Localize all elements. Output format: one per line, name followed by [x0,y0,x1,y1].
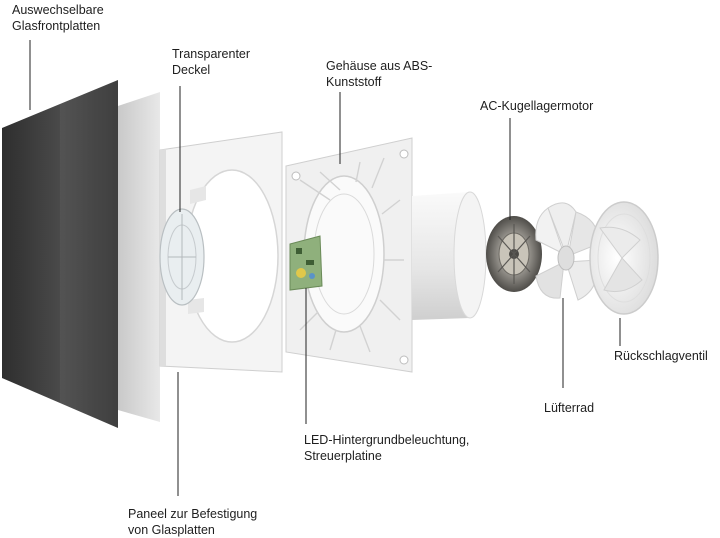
label-led-board-line2: Streuerplatine [304,449,382,463]
label-mount-panel: Paneel zur Befestigung von Glasplatten [128,506,257,538]
label-impeller-line1: Lüfterrad [544,401,595,415]
label-impeller: Lüfterrad [544,400,594,416]
glass-panel-light [118,92,160,422]
abs-housing [285,137,413,373]
label-mount-panel-line2: von Glasplatten [128,523,215,537]
label-glass-panels-line2: Glasfrontplatten [12,19,101,33]
label-led-board-line1: LED-Hintergrundbeleuchtung, [304,433,470,447]
led-pcb [289,235,323,291]
label-check-valve: Rückschlagventil [614,348,708,364]
label-cover-line2: Deckel [172,63,211,77]
label-cover-line1: Transparenter [172,47,251,61]
check-valve [589,201,659,315]
label-housing: Gehäuse aus ABS- Kunststoff [326,58,432,90]
housing-cylinder [412,191,487,320]
label-check-valve-line1: Rückschlagventil [614,349,708,363]
label-motor: AC-Kugellagermotor [480,98,593,114]
ac-motor [486,216,542,292]
label-glass-panels: Auswechselbare Glasfrontplatten [12,2,104,34]
impeller [535,202,599,301]
label-cover: Transparenter Deckel [172,46,250,78]
glass-panel-dark [2,80,118,428]
transparent-cover [159,208,205,306]
leader-lines [29,40,621,496]
label-housing-line2: Kunststoff [326,75,382,89]
label-led-board: LED-Hintergrundbeleuchtung, Streuerplati… [304,432,469,464]
label-mount-panel-line1: Paneel zur Befestigung [128,507,258,521]
label-motor-line1: AC-Kugellagermotor [480,99,594,113]
label-housing-line1: Gehäuse aus ABS- [326,59,433,73]
label-glass-panels-line1: Auswechselbare [12,3,104,17]
